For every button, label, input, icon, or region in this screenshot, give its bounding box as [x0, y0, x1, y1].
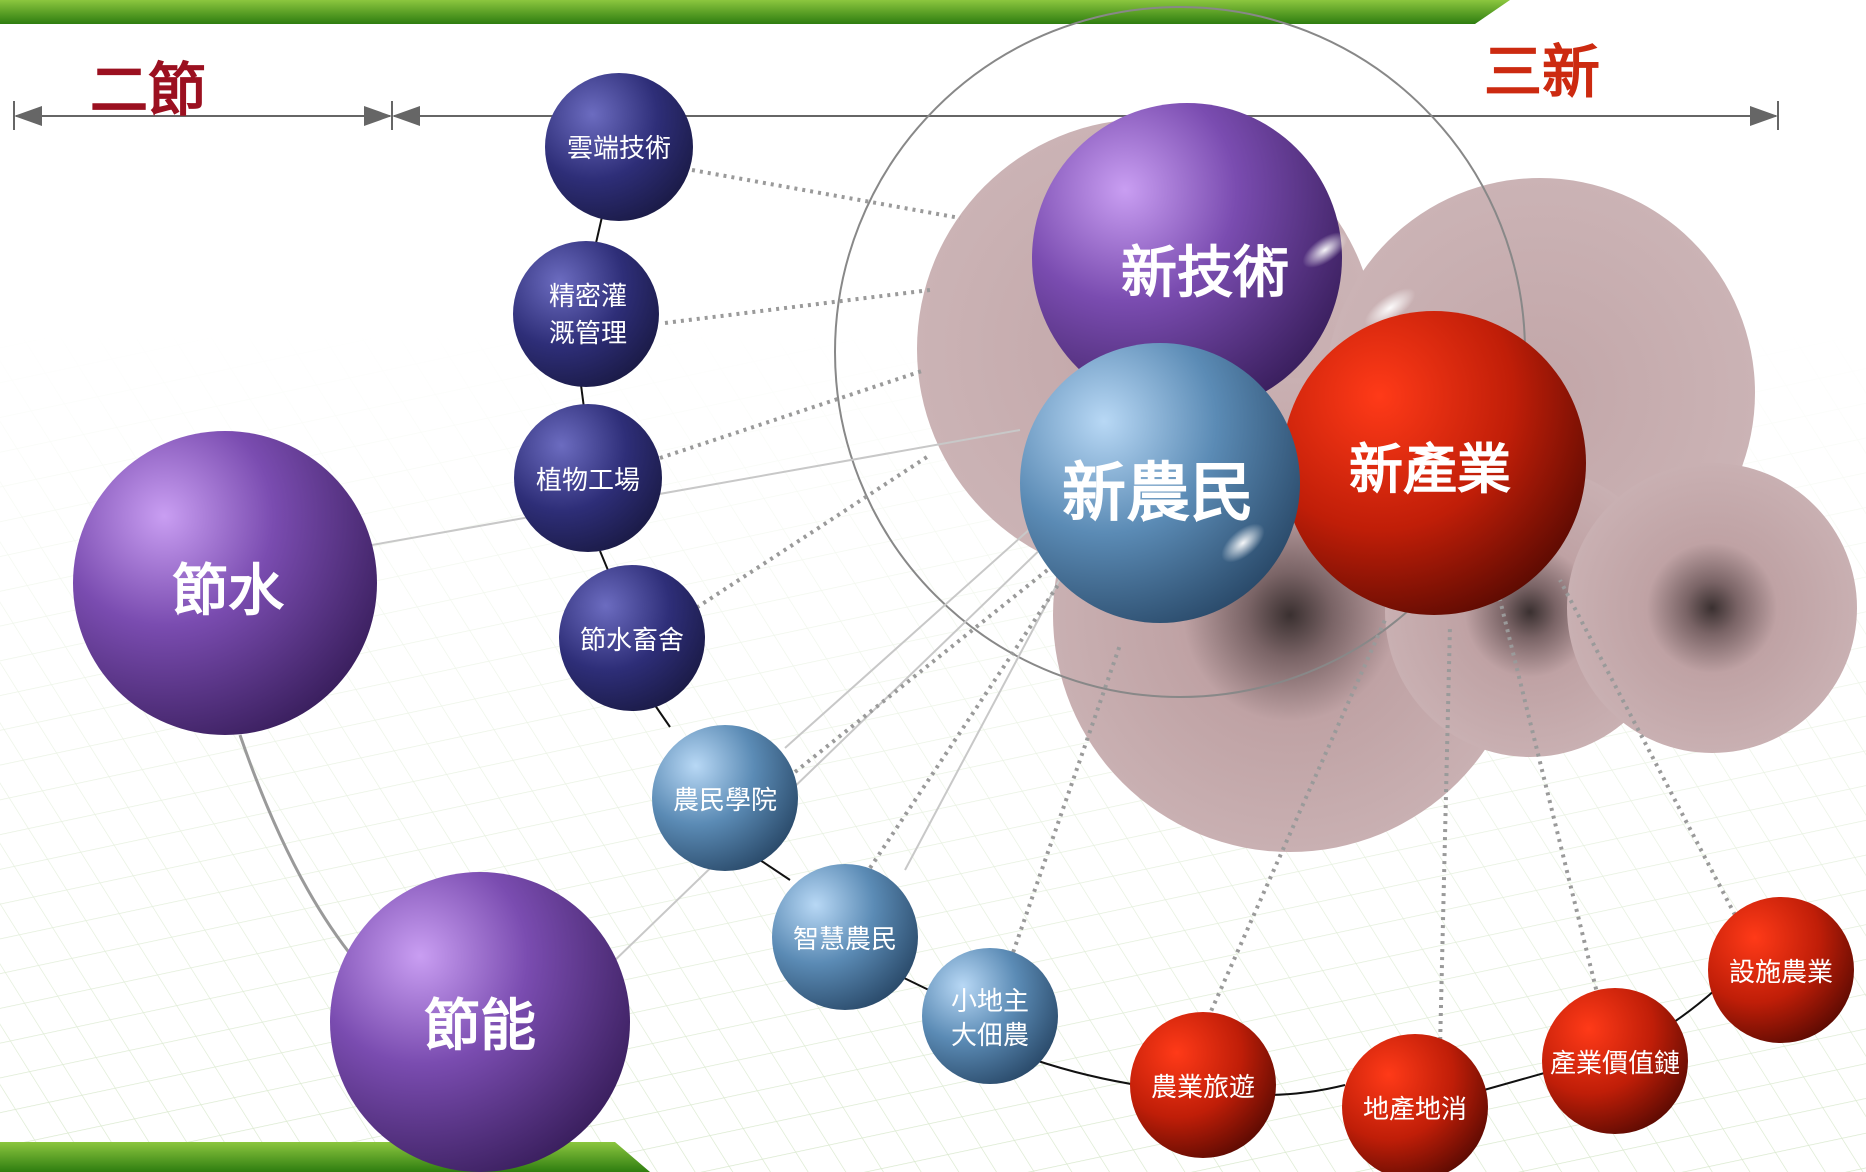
save-water-circle: 節水: [73, 431, 377, 735]
node-cloud-label: 雲端技術: [567, 134, 671, 164]
node-irrigation-label-2: 溉管理: [549, 319, 627, 349]
node-local: 地產地消: [1342, 1034, 1488, 1172]
save-energy-circle: 節能: [330, 872, 630, 1172]
node-local-label: 地產地消: [1363, 1095, 1467, 1125]
dotted-connectors: [659, 168, 1737, 1049]
node-smart-label: 智慧農民: [793, 925, 897, 955]
save-water-label: 節水: [172, 558, 285, 624]
tech-circle: 新技術: [1032, 103, 1416, 413]
node-small-landlord-label-1: 小地主: [951, 987, 1029, 1017]
node-plant-factory-label: 植物工場: [536, 466, 640, 496]
node-small-landlord-label-2: 大佃農: [951, 1021, 1029, 1051]
node-irrigation: 精密灌 溉管理: [513, 241, 659, 387]
node-cloud: 雲端技術: [545, 73, 693, 221]
node-barn: 節水畜舍: [559, 565, 705, 711]
industry-label: 新產業: [1349, 437, 1511, 501]
node-plant-factory: 植物工場: [514, 404, 662, 552]
save-energy-label: 節能: [424, 993, 536, 1059]
header-left-title: 二節: [90, 56, 206, 124]
header-right-title: 三新: [1484, 38, 1600, 106]
node-academy: 農民學院: [652, 725, 798, 871]
node-facility-label: 設施農業: [1729, 958, 1833, 988]
node-tourism-label: 農業旅遊: [1151, 1073, 1255, 1103]
node-smart: 智慧農民: [772, 864, 918, 1010]
top-band: [0, 0, 1510, 24]
node-tourism: 農業旅遊: [1130, 1012, 1276, 1158]
node-barn-label: 節水畜舍: [580, 626, 684, 656]
node-academy-label: 農民學院: [673, 786, 777, 816]
node-irrigation-label-1: 精密灌: [549, 282, 627, 312]
node-value-chain: 產業價值鏈: [1542, 988, 1688, 1134]
solid-connectors: [238, 429, 1071, 966]
node-value-chain-label: 產業價值鏈: [1550, 1049, 1680, 1079]
node-small-landlord: 小地主 大佃農: [922, 948, 1058, 1084]
tech-label: 新技術: [1121, 240, 1289, 306]
industry-circle: 新產業: [1282, 311, 1586, 615]
farmer-circle: 新農民: [1020, 343, 1300, 623]
farmer-label: 新農民: [1062, 456, 1254, 531]
node-facility: 設施農業: [1708, 897, 1854, 1043]
